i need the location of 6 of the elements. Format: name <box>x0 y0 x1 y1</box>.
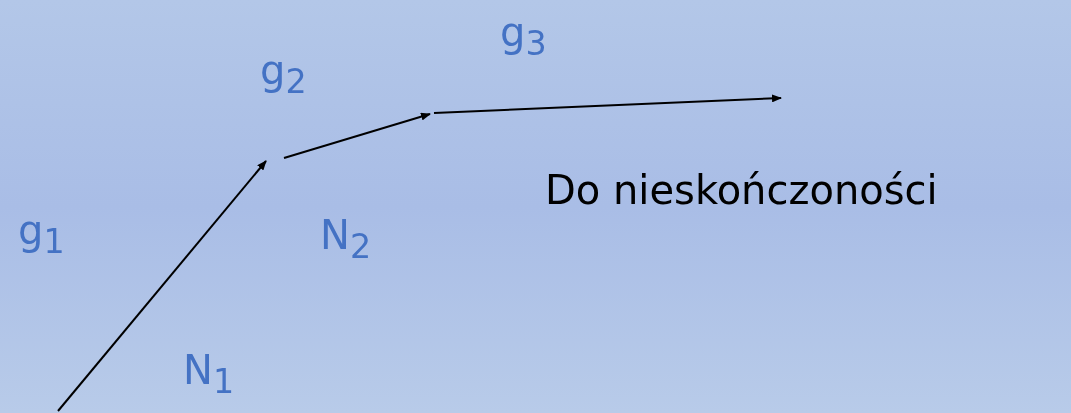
layer-label: g$_{2}$ <box>260 50 307 99</box>
index-label: N$_{1}$ <box>183 350 235 399</box>
layer-label: g$_{1}$ <box>18 210 65 259</box>
index-label: N$_{2}$ <box>320 215 372 264</box>
caption-text: Do nieskończoności <box>545 170 938 210</box>
layer-label: g$_{3}$ <box>500 12 547 61</box>
